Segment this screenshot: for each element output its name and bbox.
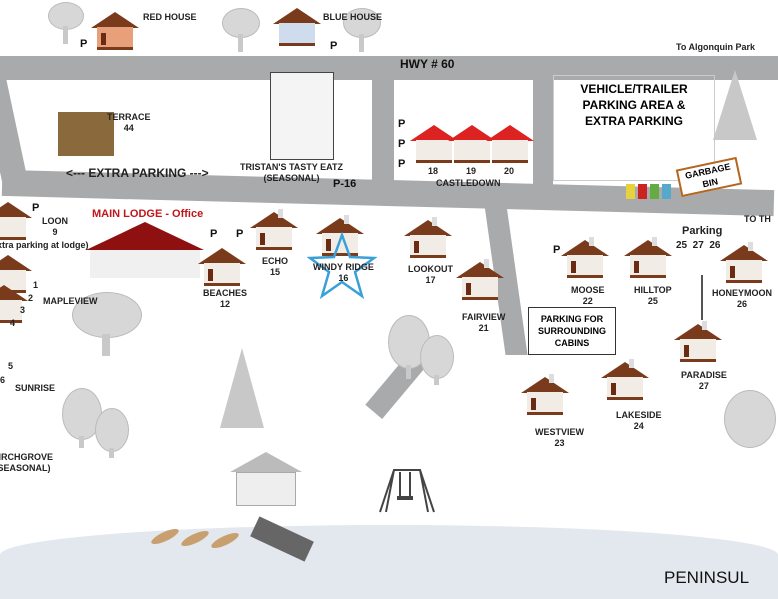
loon-cabin[interactable] [0, 202, 32, 240]
mapleview-label: MAPLEVIEW [43, 296, 98, 306]
parking-marker: P [553, 244, 561, 256]
birchgrove-label: BIRCHGROVE(SEASONAL) [0, 452, 54, 473]
boathouse [230, 452, 302, 506]
to-the-label: TO TH [744, 214, 771, 224]
red-house[interactable] [91, 12, 139, 50]
lakeside-cabin[interactable] [601, 359, 649, 400]
parking-label: Parking [682, 225, 723, 237]
parking-marker: P [236, 228, 244, 240]
parking-marker: P [398, 138, 406, 150]
unit-number: 5 [8, 361, 14, 371]
extra-parking-label: <--- EXTRA PARKING ---> [66, 166, 209, 180]
p16-label: P-16 [333, 178, 357, 190]
parking-marker: P [80, 38, 88, 50]
recycling-bin-icon [638, 184, 647, 199]
recycling-bin-icon [650, 184, 659, 199]
recycling-bin-icon [662, 184, 671, 199]
extra-parking-lodge-label: (Extra parking at lodge) [0, 240, 89, 250]
castledown-unit[interactable] [410, 125, 458, 163]
swing-set-icon [379, 469, 435, 513]
road-vertical-2 [533, 75, 553, 195]
unit-number: 20 [504, 166, 515, 176]
parking-marker: P [210, 228, 218, 240]
castledown-unit[interactable] [448, 125, 496, 163]
lake [0, 525, 778, 599]
paradise-cabin[interactable] [674, 321, 722, 362]
pine-tree-icon [713, 70, 757, 140]
windy-ridge-cabin[interactable] [316, 215, 364, 256]
lookout-cabin[interactable] [404, 217, 452, 258]
main-lodge-label: MAIN LODGE - Office [92, 208, 204, 220]
beaches-cabin[interactable] [198, 248, 246, 286]
tristans-label: TRISTAN'S TASTY EATZ(SEASONAL) [240, 162, 343, 183]
echo-cabin[interactable] [250, 209, 298, 250]
mapleview-cabin[interactable] [0, 285, 28, 323]
castledown-label: CASTLEDOWN [436, 178, 501, 188]
unit-number: 19 [466, 166, 477, 176]
unit-number: 4 [10, 318, 16, 328]
parking-marker: P [330, 40, 338, 52]
star-highlight-icon [307, 232, 377, 300]
to-algonquin-label: To Algonquin Park [676, 42, 755, 52]
parking-marker: P [32, 202, 40, 214]
unit-number: 1 [33, 280, 39, 290]
parking-numbers: 25 27 26 [676, 240, 721, 251]
unit-number: 3 [20, 305, 26, 315]
blue-house[interactable] [273, 8, 321, 46]
unit-number: 18 [428, 166, 439, 176]
peninsula-label: PENINSUL [664, 568, 750, 587]
road-vertical-1 [372, 75, 394, 195]
fairview-cabin[interactable] [456, 259, 504, 300]
canoes-icon [149, 522, 245, 552]
pine-tree-icon [220, 348, 264, 428]
unit-number: 2 [28, 293, 34, 303]
recycling-bin-icon [626, 184, 635, 199]
unit-number: 6 [0, 375, 6, 385]
red-house-label: RED HOUSE [143, 12, 197, 22]
path-line [701, 275, 703, 320]
moose-cabin[interactable] [561, 237, 609, 278]
tennis-court [270, 72, 334, 160]
castledown-unit[interactable] [486, 125, 534, 163]
hilltop-cabin[interactable] [624, 237, 672, 278]
honeymoon-cabin[interactable] [720, 242, 768, 283]
westview-cabin[interactable] [521, 374, 569, 415]
hwy-label: HWY # 60 [400, 57, 455, 71]
main-lodge-building[interactable] [86, 222, 204, 280]
parking-marker: P [398, 118, 406, 130]
parking-marker: P [398, 158, 406, 170]
sunrise-label: SUNRISE [15, 383, 56, 393]
blue-house-label: BLUE HOUSE [323, 12, 383, 22]
terrace-building[interactable] [58, 112, 114, 156]
